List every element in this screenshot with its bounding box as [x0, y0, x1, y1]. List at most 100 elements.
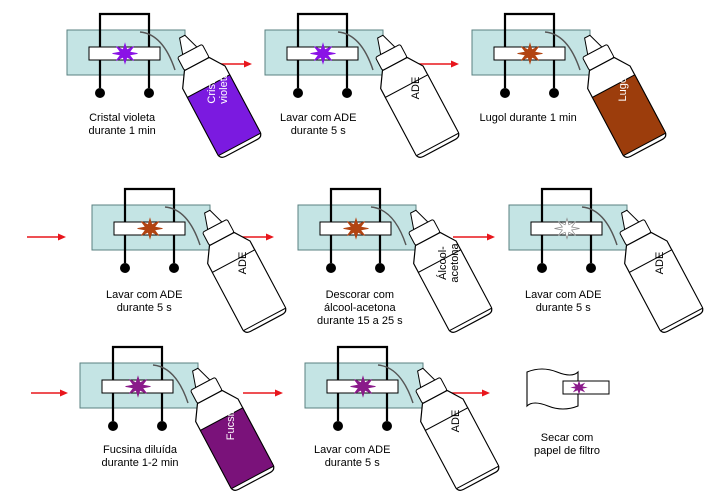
step-label-line: Lugol durante 1 min [479, 112, 577, 124]
bottle-text: Lugol [617, 75, 629, 102]
filter-paper [526, 368, 579, 410]
stand-foot [157, 421, 167, 431]
bottle-label [199, 407, 275, 490]
step-label-line: durante 5 s [116, 302, 172, 314]
station-secar [526, 368, 610, 410]
flow-arrow [31, 389, 68, 397]
smear-stain [517, 42, 543, 65]
stream-line [152, 364, 189, 404]
stand-foot [537, 263, 547, 273]
bottle-label [628, 249, 704, 332]
reagent-bottle: ADE [415, 367, 500, 491]
smear-stain [112, 42, 138, 65]
stream-line [370, 206, 407, 246]
stand-foot [375, 263, 385, 273]
bottle-text: violeta [218, 71, 230, 104]
bottle-text: Álcool- [436, 246, 449, 280]
reagent-bottle: Álcool-acetona [408, 209, 493, 333]
reagent-bottle: Lugol [582, 34, 667, 158]
stream-line [377, 364, 414, 404]
reagent-bottle: Fucsina [190, 367, 275, 491]
flow-arrow [453, 233, 495, 241]
stand-foot [293, 88, 303, 98]
smear-stain [570, 380, 588, 395]
step-label-line: Fucsina diluída [103, 444, 178, 456]
step-label-line: Secar com [540, 432, 594, 444]
step-label-line: Lavar com ADE [280, 112, 357, 124]
step-label-line: álcool-acetona [324, 302, 396, 314]
stream-line [337, 31, 374, 71]
step-label-line: Lavar com ADE [314, 444, 391, 456]
station-lugol: Lugol [471, 12, 667, 158]
stand-foot [169, 263, 179, 273]
step-label-line: durante 15 a 25 s [317, 315, 403, 327]
stand-foot [342, 88, 352, 98]
stand-foot [586, 263, 596, 273]
bottle-text: ADE [237, 252, 249, 275]
station-lavar-4: ADE [304, 345, 500, 491]
smear-stain [343, 217, 369, 240]
smear-stain [554, 217, 580, 240]
step-label-line: Descorar com [325, 289, 395, 301]
bottle-label [591, 74, 667, 157]
stand-foot [333, 421, 343, 431]
stream-line [139, 31, 176, 71]
step-label-line: durante 5 s [290, 125, 346, 137]
step-label-line: durante 1 min [88, 125, 156, 137]
reagent-bottle: ADE [619, 209, 704, 333]
bottle-label [186, 74, 262, 157]
stand-foot [500, 88, 510, 98]
station-fucsina: Fucsina [79, 345, 275, 491]
step-label-line: durante 1-2 min [101, 457, 179, 469]
step-label-line: durante 5 s [535, 302, 591, 314]
smear-stain [350, 375, 376, 398]
stand-foot [95, 88, 105, 98]
smear-stain [310, 42, 336, 65]
stream-line [544, 31, 581, 71]
stand-foot [382, 421, 392, 431]
bottle-label [424, 407, 500, 490]
bottle-text: Fucsina [225, 401, 237, 440]
bottle-label [417, 249, 493, 332]
step-label-line: Cristal violeta [89, 112, 156, 124]
station-lavar-3: ADE [508, 187, 704, 333]
smear-stain [125, 375, 151, 398]
bottle-text: ADE [450, 410, 462, 433]
stream-line [581, 206, 618, 246]
flow-arrow [243, 389, 283, 397]
stand-foot [326, 263, 336, 273]
station-lavar-2: ADE [91, 187, 287, 333]
stand-foot [144, 88, 154, 98]
stand-foot [120, 263, 130, 273]
step-label-lugol: Lugol durante 1 min [480, 112, 577, 125]
bottle-text: acetona [449, 243, 461, 283]
step-label-line: Lavar com ADE [525, 289, 602, 301]
stand-foot [108, 421, 118, 431]
step-label-line: Lavar com ADE [106, 289, 183, 301]
bottle-text: ADE [410, 77, 422, 100]
bottle-label [384, 74, 460, 157]
smear-stain [137, 217, 163, 240]
reagent-bottle: ADE [202, 209, 287, 333]
stand-foot [549, 88, 559, 98]
station-descorar: Álcool-acetona [297, 187, 493, 333]
station-lavar-1: ADE [264, 12, 460, 158]
step-label-line: papel de filtro [534, 445, 601, 457]
stream-line [164, 206, 201, 246]
reagent-bottle: ADE [375, 34, 460, 158]
flow-arrow [27, 233, 66, 241]
step-label-line: durante 5 s [324, 457, 380, 469]
bottle-text: ADE [654, 252, 666, 275]
